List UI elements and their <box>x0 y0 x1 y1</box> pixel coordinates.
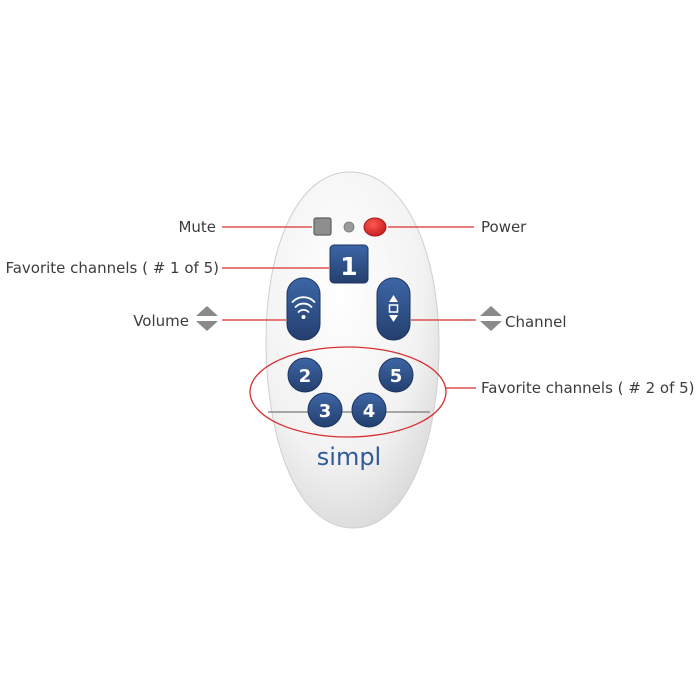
favorite-3-button[interactable]: 3 <box>307 392 343 428</box>
volume-up-down-arrows-icon <box>196 306 218 331</box>
favorite-4-label: 4 <box>363 401 376 422</box>
favorite-4-button[interactable]: 4 <box>351 392 387 428</box>
favorite-1-label: 1 <box>340 252 357 281</box>
favorites-highlight-ellipse <box>249 346 447 438</box>
volume-wave-icon <box>291 296 316 319</box>
status-led <box>343 221 355 233</box>
favorite-2-label: 2 <box>299 366 312 387</box>
power-label: Power <box>481 218 527 236</box>
channel-rocker[interactable] <box>376 277 411 341</box>
brand-logo: simpl <box>317 443 381 471</box>
favorite-1-callout-label: Favorite channels ( # 1 of 5) <box>5 259 219 277</box>
power-button[interactable] <box>363 217 387 237</box>
favorite-2-button[interactable]: 2 <box>287 357 323 393</box>
mute-button[interactable] <box>313 217 332 236</box>
channel-label: Channel <box>505 313 567 331</box>
favorite-5-label: 5 <box>390 366 403 387</box>
favorite-5-button[interactable]: 5 <box>378 357 414 393</box>
volume-rocker[interactable] <box>286 277 321 341</box>
mute-label: Mute <box>178 218 216 236</box>
favorite-2-callout-label: Favorite channels ( # 2 of 5) <box>481 379 695 397</box>
remote-body <box>265 171 440 529</box>
channel-up-down-arrows-icon <box>480 306 502 331</box>
favorite-3-label: 3 <box>319 401 332 422</box>
channel-up-down-icon <box>388 295 399 322</box>
volume-label: Volume <box>133 312 189 330</box>
favorite-1-button[interactable]: 1 <box>329 244 369 284</box>
